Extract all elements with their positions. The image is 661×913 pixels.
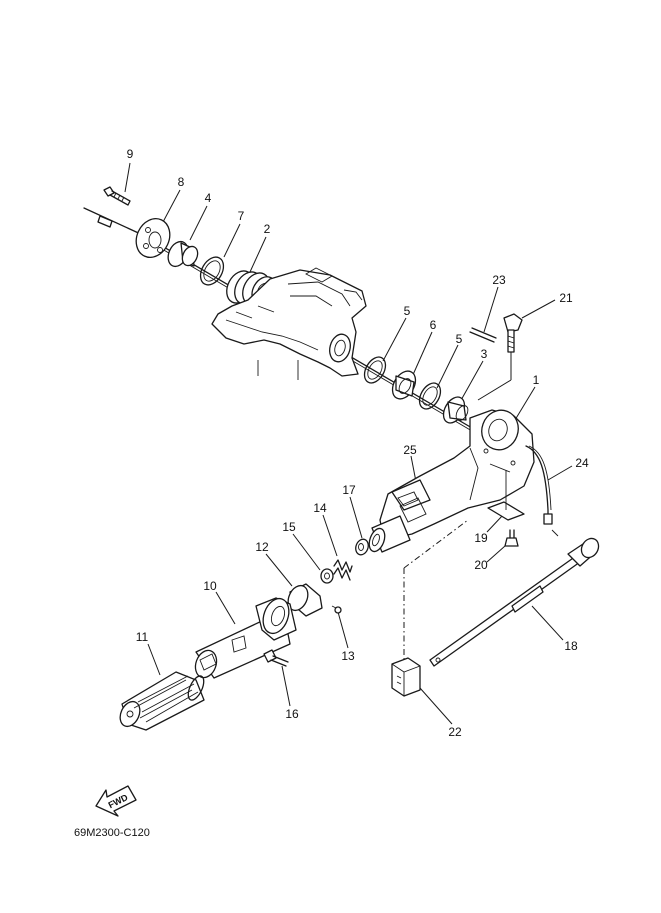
callout-2: 2 bbox=[264, 222, 271, 236]
callout-13: 13 bbox=[341, 649, 355, 663]
callout-7: 7 bbox=[238, 209, 245, 223]
seal-part-5b bbox=[418, 382, 442, 410]
collar-part-12 bbox=[287, 583, 323, 617]
callout-numbers: 9 8 4 7 2 23 21 5 6 5 3 1 25 24 17 14 15… bbox=[127, 147, 589, 739]
callout-10: 10 bbox=[203, 579, 217, 593]
handle-front-tube bbox=[368, 515, 411, 553]
washer-part-15 bbox=[320, 568, 334, 584]
shift-rod-part-18 bbox=[429, 537, 600, 667]
bolt-part-9 bbox=[103, 186, 131, 206]
callout-22: 22 bbox=[448, 725, 462, 739]
bushing-part-17 bbox=[355, 538, 369, 556]
callout-11: 11 bbox=[136, 630, 149, 644]
mounting-plate-part-8 bbox=[135, 218, 171, 258]
bushing-part-3 bbox=[442, 396, 469, 424]
leader-lines bbox=[124, 162, 573, 725]
spring-part-14 bbox=[333, 559, 353, 581]
plate-part-25 bbox=[399, 497, 427, 523]
callout-6: 6 bbox=[430, 318, 437, 332]
callout-12: 12 bbox=[255, 540, 269, 554]
lower-cowling-housing bbox=[211, 267, 367, 380]
callout-19: 19 bbox=[474, 531, 488, 545]
callout-23: 23 bbox=[492, 273, 506, 287]
collar-part-4 bbox=[167, 240, 199, 268]
callout-24: 24 bbox=[575, 456, 589, 470]
callout-8: 8 bbox=[178, 175, 185, 189]
screw-part-20 bbox=[504, 529, 519, 547]
callout-17: 17 bbox=[342, 483, 356, 497]
throttle-shaft-part-10 bbox=[194, 597, 297, 679]
callout-15: 15 bbox=[282, 520, 296, 534]
callout-5b: 5 bbox=[456, 332, 463, 346]
throttle-grip-part-11 bbox=[119, 671, 205, 731]
joint-part-21 bbox=[477, 313, 523, 401]
callout-14: 14 bbox=[313, 501, 327, 515]
callout-18: 18 bbox=[564, 639, 578, 653]
handle-bracket-part-1 bbox=[379, 409, 535, 541]
alignment-centerline bbox=[403, 519, 469, 660]
diagram-code: 69M2300-C120 bbox=[74, 827, 150, 839]
callout-5a: 5 bbox=[404, 304, 411, 318]
callout-16: 16 bbox=[285, 707, 299, 721]
bracket-part-22 bbox=[391, 657, 421, 697]
callout-4: 4 bbox=[205, 191, 212, 205]
callout-9: 9 bbox=[127, 147, 134, 161]
callout-25: 25 bbox=[403, 443, 417, 457]
lead-wire-part-24 bbox=[525, 445, 559, 537]
seal-part-5a bbox=[363, 356, 387, 384]
callout-3: 3 bbox=[481, 347, 488, 361]
screw-part-13 bbox=[331, 605, 342, 614]
washer-part-6 bbox=[391, 370, 417, 400]
screw-part-16 bbox=[263, 649, 289, 667]
o-ring-part-7 bbox=[199, 256, 225, 286]
callout-20: 20 bbox=[474, 558, 488, 572]
pin-part-23 bbox=[469, 327, 497, 343]
callout-1: 1 bbox=[533, 373, 540, 387]
callout-21: 21 bbox=[559, 291, 573, 305]
clip-plate-part-19 bbox=[487, 470, 525, 521]
forward-arrow-icon: FWD bbox=[95, 785, 137, 817]
